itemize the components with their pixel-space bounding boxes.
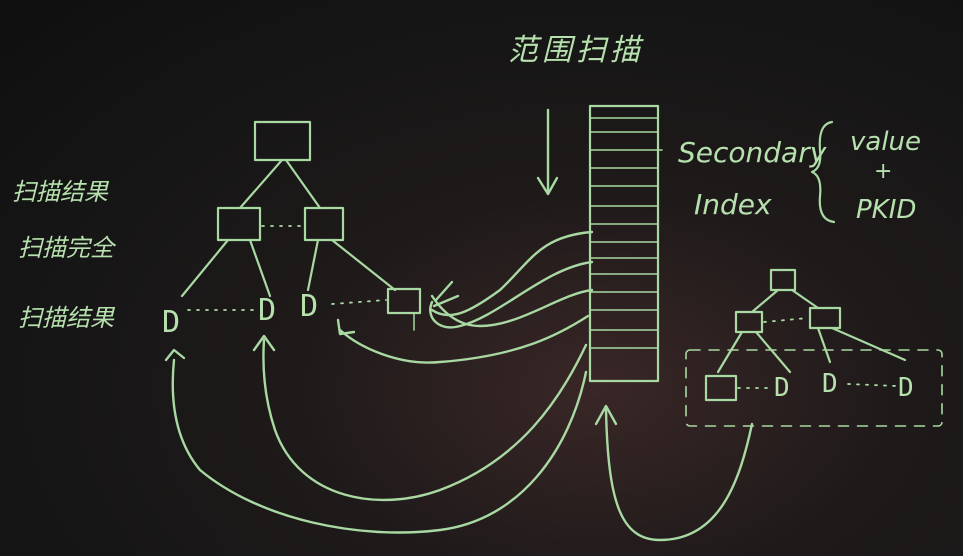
entry-plus: + (874, 159, 892, 184)
lookup-arrow (171, 358, 588, 534)
primary-tree: D D D (162, 120, 422, 340)
lookup-arrow (262, 338, 588, 502)
tree-edge (180, 238, 230, 298)
lookup-arrows (164, 230, 594, 534)
tree-root-node (253, 120, 312, 162)
tree-edge (716, 330, 744, 374)
tree-internal-node (808, 306, 842, 330)
tree-edge (816, 326, 832, 364)
scan-direction-arrow (536, 108, 559, 196)
secondary-tree: D D D (685, 268, 943, 427)
tree-root-node (769, 268, 797, 292)
entry-value: value (850, 127, 921, 157)
tree-internal-node (216, 206, 262, 242)
secondary-index-column (588, 104, 663, 383)
leaf-node: D (774, 373, 790, 403)
tree-internal-node (734, 310, 764, 334)
tree-edge (306, 238, 320, 292)
leaf-node: D (258, 293, 276, 328)
note-line-3: 扫描结果 (18, 304, 116, 332)
tree-edge (754, 330, 792, 374)
title: 范围扫描 (508, 33, 644, 68)
tree-internal-node (303, 206, 345, 242)
tree-edge (248, 238, 272, 298)
return-arrow (594, 404, 754, 542)
leaf-node: D (822, 369, 838, 399)
tree-edge (284, 158, 322, 210)
leaf-node: D (898, 373, 914, 403)
note-line-1: 扫描结果 (12, 178, 110, 206)
tree-edge (750, 288, 780, 314)
leaf-node: D (300, 289, 318, 324)
brace (810, 120, 836, 224)
leaf-level-highlight (685, 349, 943, 427)
leaf-sibling-link (331, 299, 387, 305)
leaf-node (386, 287, 422, 315)
lookup-arrow (430, 230, 594, 317)
leaf-node: D (162, 305, 180, 340)
lookup-arrow (429, 260, 594, 329)
note-line-2: 扫描完全 (18, 234, 117, 262)
leaf-sibling-link (847, 383, 897, 387)
tree-sibling-link (763, 317, 809, 323)
tree-edge (790, 288, 820, 310)
index-label-line1: Secondary (678, 136, 827, 169)
leaf-node (704, 374, 738, 402)
lookup-arrow (338, 314, 590, 364)
entry-pkid: PKID (856, 195, 916, 225)
tree-edge (238, 158, 284, 210)
lookup-arrow (430, 288, 594, 328)
index-label-line2: Index (694, 188, 772, 221)
tree-edge (330, 238, 397, 292)
tree-edge (830, 326, 907, 362)
